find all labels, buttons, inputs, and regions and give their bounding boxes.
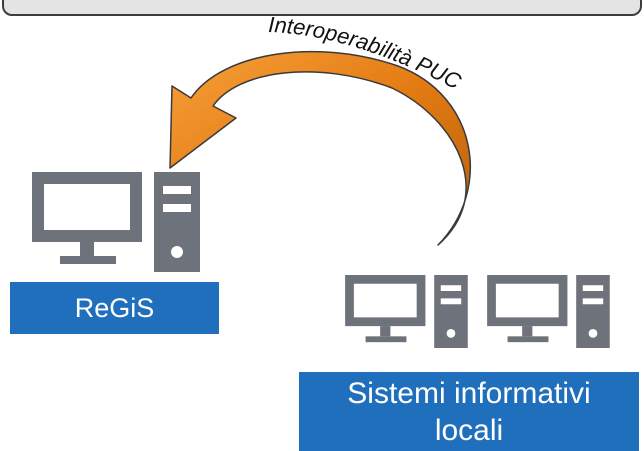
header-bar [2, 0, 642, 16]
desktop-computer-icon [487, 275, 610, 348]
regis-label-text: ReGiS [74, 292, 155, 323]
interoperability-arrow [169, 50, 472, 246]
regis-label: ReGiS [10, 282, 219, 334]
local-systems-line1: Sistemi informativi [347, 376, 591, 410]
local-systems-line2: locali [434, 413, 504, 447]
local-systems-label: Sistemi informativi locali [299, 372, 639, 451]
desktop-computer-icon [345, 275, 468, 348]
desktop-computer-icon [32, 172, 200, 272]
